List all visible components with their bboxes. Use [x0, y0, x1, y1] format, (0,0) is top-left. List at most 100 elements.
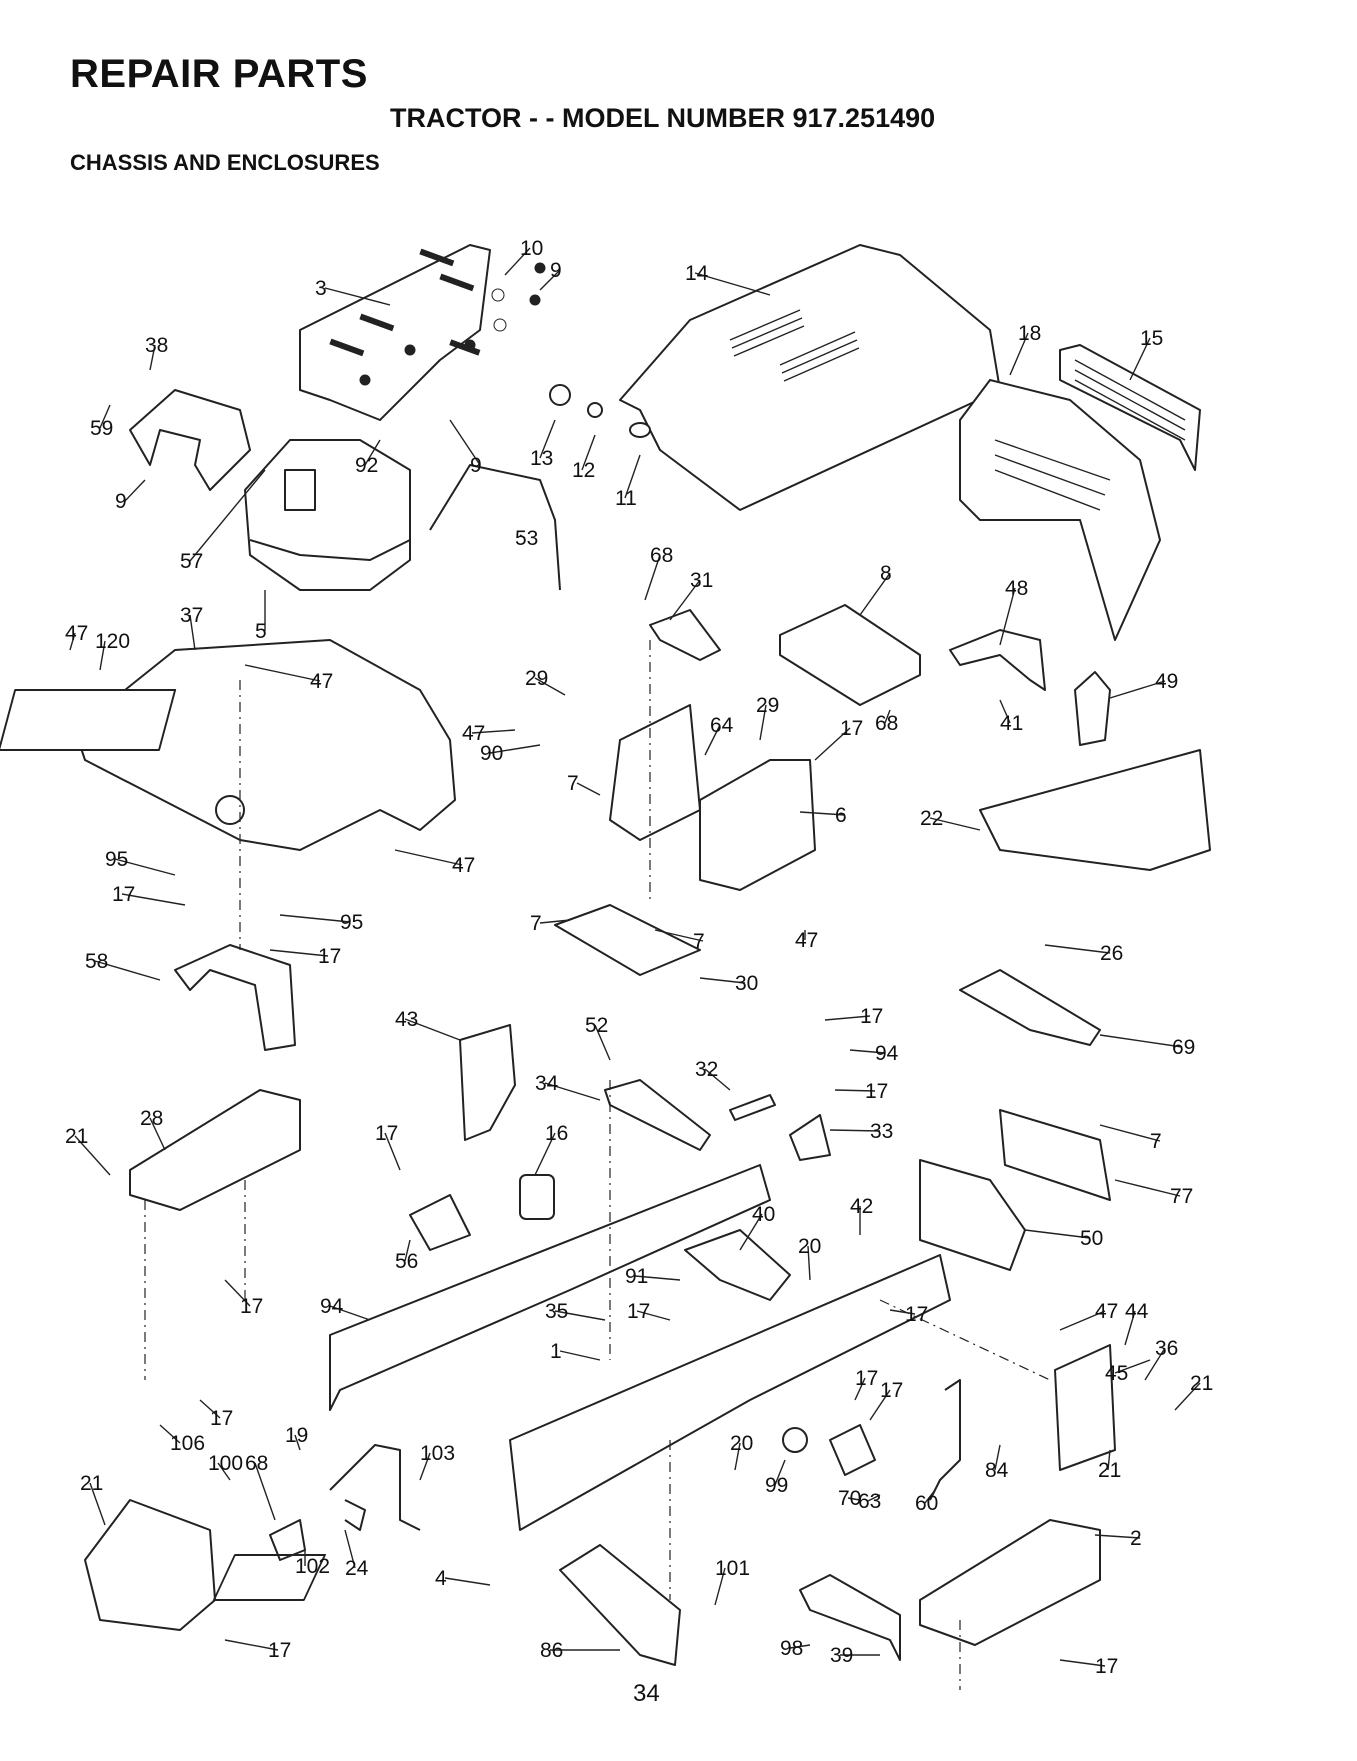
- part-knob-13: [549, 384, 571, 406]
- part-callout-17: 17: [112, 883, 135, 906]
- part-callout-37: 37: [180, 604, 203, 627]
- part-callout-42: 42: [850, 1195, 873, 1218]
- callout-leader: [859, 572, 891, 616]
- callout-leader: [1107, 1449, 1111, 1471]
- callout-leader: [74, 1135, 111, 1176]
- callout-leader: [419, 1452, 431, 1481]
- part-bracket-32: [729, 1094, 776, 1121]
- callout-leader: [834, 1089, 876, 1092]
- part-callout-52: 52: [585, 1014, 608, 1037]
- callout-leader: [994, 1444, 1001, 1471]
- part-callout-11: 11: [615, 487, 637, 510]
- hood-vents: [729, 309, 860, 382]
- callout-leader: [739, 1213, 763, 1251]
- callout-leader: [394, 849, 463, 866]
- part-callout-8: 8: [880, 562, 892, 585]
- part-callout-91: 91: [625, 1265, 648, 1288]
- part-bracket-48: [949, 629, 1046, 691]
- callout-leader: [774, 1459, 786, 1486]
- part-callout-53: 53: [515, 527, 538, 550]
- part-bracket-43: [459, 1024, 516, 1141]
- part-bracket-58: [174, 944, 296, 1051]
- part-bracket-44: [1054, 1344, 1116, 1471]
- part-callout-68: 68: [875, 712, 898, 735]
- callout-leader: [114, 858, 176, 876]
- part-callout-59: 59: [90, 417, 113, 440]
- callout-leader: [159, 1424, 181, 1444]
- part-callout-94: 94: [875, 1042, 899, 1065]
- part-callout-43: 43: [395, 1008, 418, 1031]
- callout-leader: [269, 949, 329, 957]
- callout-leader: [149, 344, 156, 371]
- part-bracket-50: [919, 1159, 1026, 1271]
- part-dash-panel: [299, 244, 491, 421]
- part-callout-31: 31: [690, 569, 713, 592]
- callout-leader: [224, 1279, 251, 1307]
- part-callout-26: 26: [1100, 942, 1123, 965]
- callout-leader: [471, 729, 516, 734]
- part-callout-68: 68: [650, 544, 673, 567]
- part-grommet-16: [519, 1174, 555, 1220]
- part-callout-38: 38: [145, 334, 168, 357]
- part-callout-17: 17: [860, 1005, 883, 1028]
- part-callout-21: 21: [1190, 1372, 1213, 1395]
- part-bracket-98: [559, 1544, 681, 1666]
- callout-leader: [644, 554, 661, 601]
- part-callout-68: 68: [245, 1452, 268, 1475]
- callout-leader: [884, 709, 891, 724]
- part-callout-10: 10: [520, 237, 543, 260]
- callout-leader: [854, 1377, 866, 1401]
- callout-leader: [849, 1049, 886, 1054]
- callout-leader: [929, 817, 981, 831]
- part-plate-69: [959, 969, 1101, 1046]
- part-callout-2: 2: [1130, 1527, 1142, 1550]
- part-callout-98: 98: [780, 1637, 803, 1660]
- part-grille-18: [959, 379, 1161, 641]
- section-heading: CHASSIS AND ENCLOSURES: [70, 150, 380, 175]
- part-callout-13: 13: [530, 447, 553, 470]
- part-callout-18: 18: [1018, 322, 1041, 345]
- part-callout-45: 45: [1105, 1362, 1128, 1385]
- callout-leader: [807, 1245, 811, 1281]
- part-callout-94: 94: [320, 1295, 344, 1318]
- callout-leader: [344, 1529, 356, 1569]
- callout-leader: [189, 469, 266, 562]
- callout-leader: [1024, 1229, 1091, 1239]
- part-callout-34: 34: [535, 1072, 559, 1095]
- part-frame-rail-1: [509, 1254, 951, 1531]
- part-callout-39: 39: [830, 1644, 853, 1667]
- callout-leader: [519, 534, 526, 539]
- part-cap-11: [629, 422, 651, 438]
- callout-leader: [847, 1497, 861, 1501]
- part-washer-12: [587, 402, 603, 418]
- part-hood: [619, 244, 1001, 511]
- callout-leader: [449, 419, 481, 466]
- callout-leader: [869, 1389, 891, 1421]
- part-callout-69: 69: [1172, 1036, 1195, 1059]
- callout-leader: [279, 914, 351, 923]
- callout-leader: [329, 1305, 371, 1321]
- part-callout-22: 22: [920, 807, 943, 830]
- callout-leader: [1109, 680, 1166, 699]
- part-drawings: [0, 244, 1211, 1666]
- part-callout-6: 6: [835, 804, 847, 827]
- part-callout-21: 21: [65, 1125, 88, 1148]
- callout-leader: [1099, 1034, 1183, 1048]
- part-callout-95: 95: [340, 911, 363, 934]
- part-plate-30: [554, 904, 701, 976]
- part-callout-1: 1: [550, 1340, 562, 1363]
- callout-leader: [559, 1350, 601, 1361]
- callout-leader: [217, 1462, 231, 1481]
- callout-leader: [1044, 944, 1111, 954]
- part-pedal-84: [929, 1379, 961, 1501]
- part-callout-64: 64: [710, 714, 734, 737]
- part-dash-housing: [244, 439, 411, 591]
- part-clip-102: [344, 1499, 366, 1531]
- callout-leader: [669, 579, 701, 621]
- part-callout-7: 7: [693, 930, 705, 953]
- part-callout-7: 7: [1150, 1130, 1162, 1153]
- part-callout-12: 12: [572, 459, 595, 482]
- part-callout-58: 58: [85, 950, 108, 973]
